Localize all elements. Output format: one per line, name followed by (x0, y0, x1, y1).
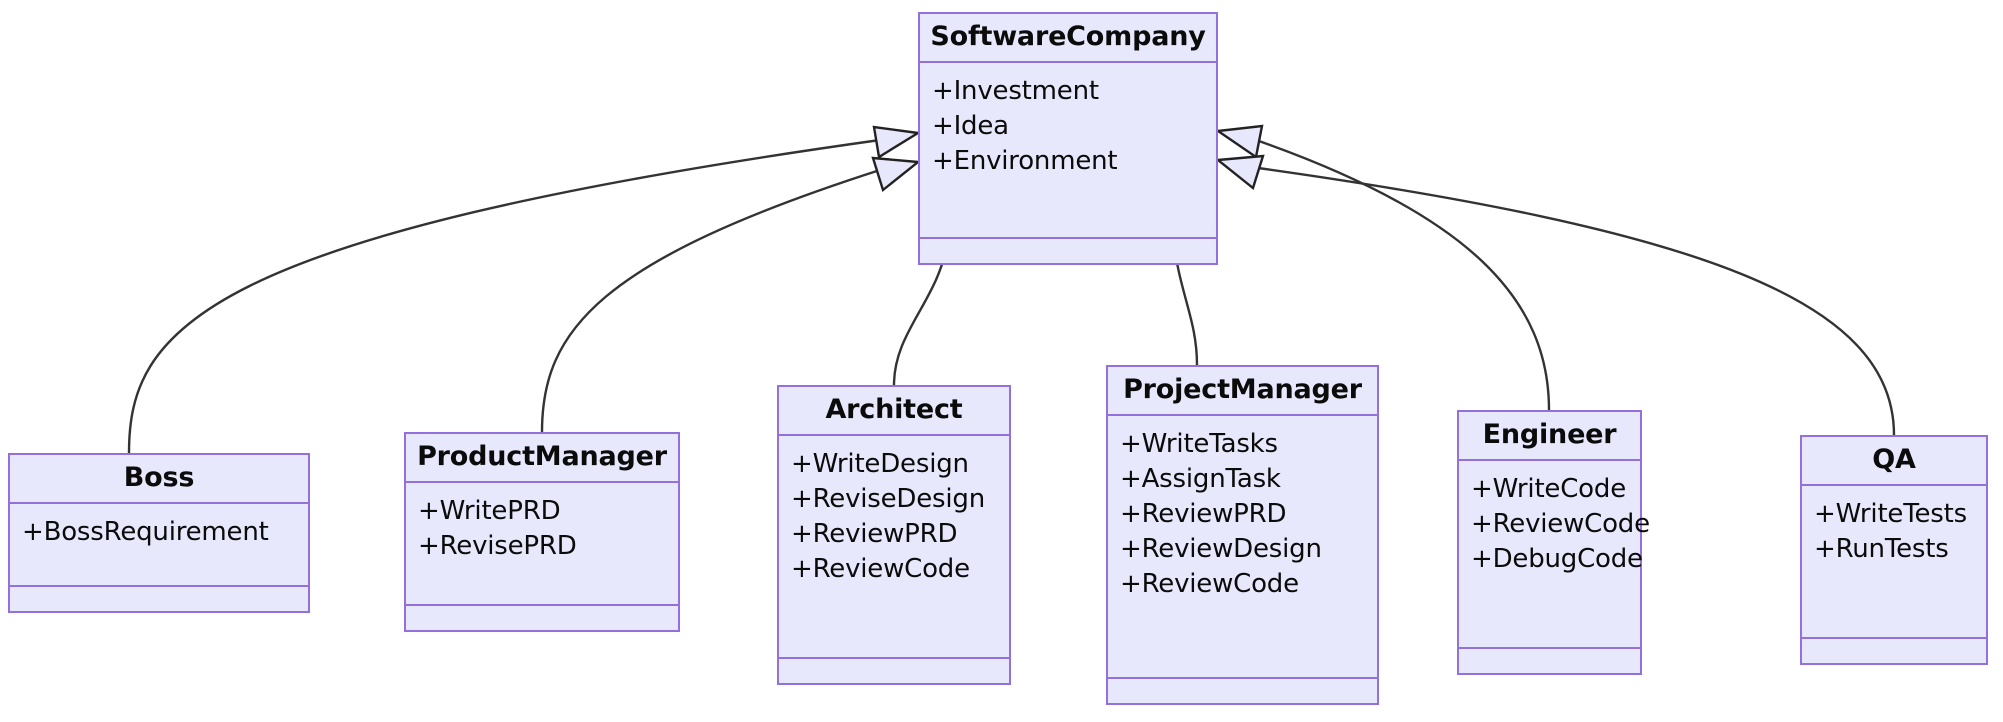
class-attribute: +AssignTask (1120, 464, 1281, 494)
class-box-architect[interactable]: Architect +WriteDesign +ReviseDesign +Re… (777, 385, 1011, 685)
class-methods (10, 587, 308, 611)
class-box-project-manager[interactable]: ProjectManager +WriteTasks +AssignTask +… (1106, 365, 1379, 705)
class-title: SoftwareCompany (920, 14, 1216, 63)
class-attribute: +Investment (932, 76, 1099, 106)
class-attribute: +ReviewPRD (791, 519, 958, 549)
class-attributes: +WriteTests +RunTests (1802, 486, 1986, 639)
class-title: Engineer (1459, 412, 1640, 461)
class-box-qa[interactable]: QA +WriteTests +RunTests (1800, 435, 1988, 665)
inheritance-arrowhead (871, 156, 922, 193)
class-box-boss[interactable]: Boss +BossRequirement (8, 453, 310, 613)
inheritance-arrowhead (1214, 154, 1265, 191)
inheritance-arrowhead (872, 125, 922, 159)
class-attribute: +WriteCode (1471, 474, 1626, 504)
class-attributes: +WriteCode +ReviewCode +DebugCode (1459, 461, 1650, 649)
class-attribute: +RunTests (1814, 534, 1949, 564)
class-attributes: +WriteDesign +ReviseDesign +ReviewPRD +R… (779, 436, 1009, 659)
class-attribute: +ReviewCode (1120, 569, 1299, 599)
class-title: Architect (779, 387, 1009, 436)
class-attribute: +ReviseDesign (791, 484, 985, 514)
class-title: ProjectManager (1108, 367, 1377, 416)
class-attributes: +WritePRD +RevisePRD (406, 483, 678, 606)
class-box-product-manager[interactable]: ProductManager +WritePRD +RevisePRD (404, 432, 680, 632)
class-attribute: +ReviewCode (791, 554, 970, 584)
class-methods (406, 606, 678, 630)
class-methods (779, 659, 1009, 683)
class-attribute: +Environment (932, 146, 1118, 176)
class-attributes: +BossRequirement (10, 504, 308, 587)
class-title: ProductManager (406, 434, 678, 483)
class-methods (1459, 649, 1640, 673)
class-attribute: +RevisePRD (418, 531, 577, 561)
class-box-software-company[interactable]: SoftwareCompany +Investment +Idea +Envir… (918, 12, 1218, 265)
class-attributes: +Investment +Idea +Environment (920, 63, 1216, 239)
class-attribute: +DebugCode (1471, 544, 1643, 574)
class-attribute: +WriteTasks (1120, 429, 1278, 459)
class-attribute: +WritePRD (418, 496, 561, 526)
class-title: QA (1802, 437, 1986, 486)
class-methods (1802, 639, 1986, 663)
class-methods (920, 239, 1216, 263)
class-attributes: +WriteTasks +AssignTask +ReviewPRD +Revi… (1108, 416, 1377, 679)
class-methods (1108, 679, 1377, 703)
class-attribute: +ReviewPRD (1120, 499, 1287, 529)
class-title: Boss (10, 455, 308, 504)
class-box-engineer[interactable]: Engineer +WriteCode +ReviewCode +DebugCo… (1457, 410, 1650, 675)
class-attribute: +WriteDesign (791, 449, 969, 479)
class-attribute: +Idea (932, 111, 1009, 141)
class-attribute: +WriteTests (1814, 499, 1967, 529)
class-attribute: +ReviewCode (1471, 509, 1650, 539)
inheritance-arrowhead (1214, 124, 1264, 160)
class-attribute: +ReviewDesign (1120, 534, 1322, 564)
class-attribute: +BossRequirement (22, 517, 269, 547)
